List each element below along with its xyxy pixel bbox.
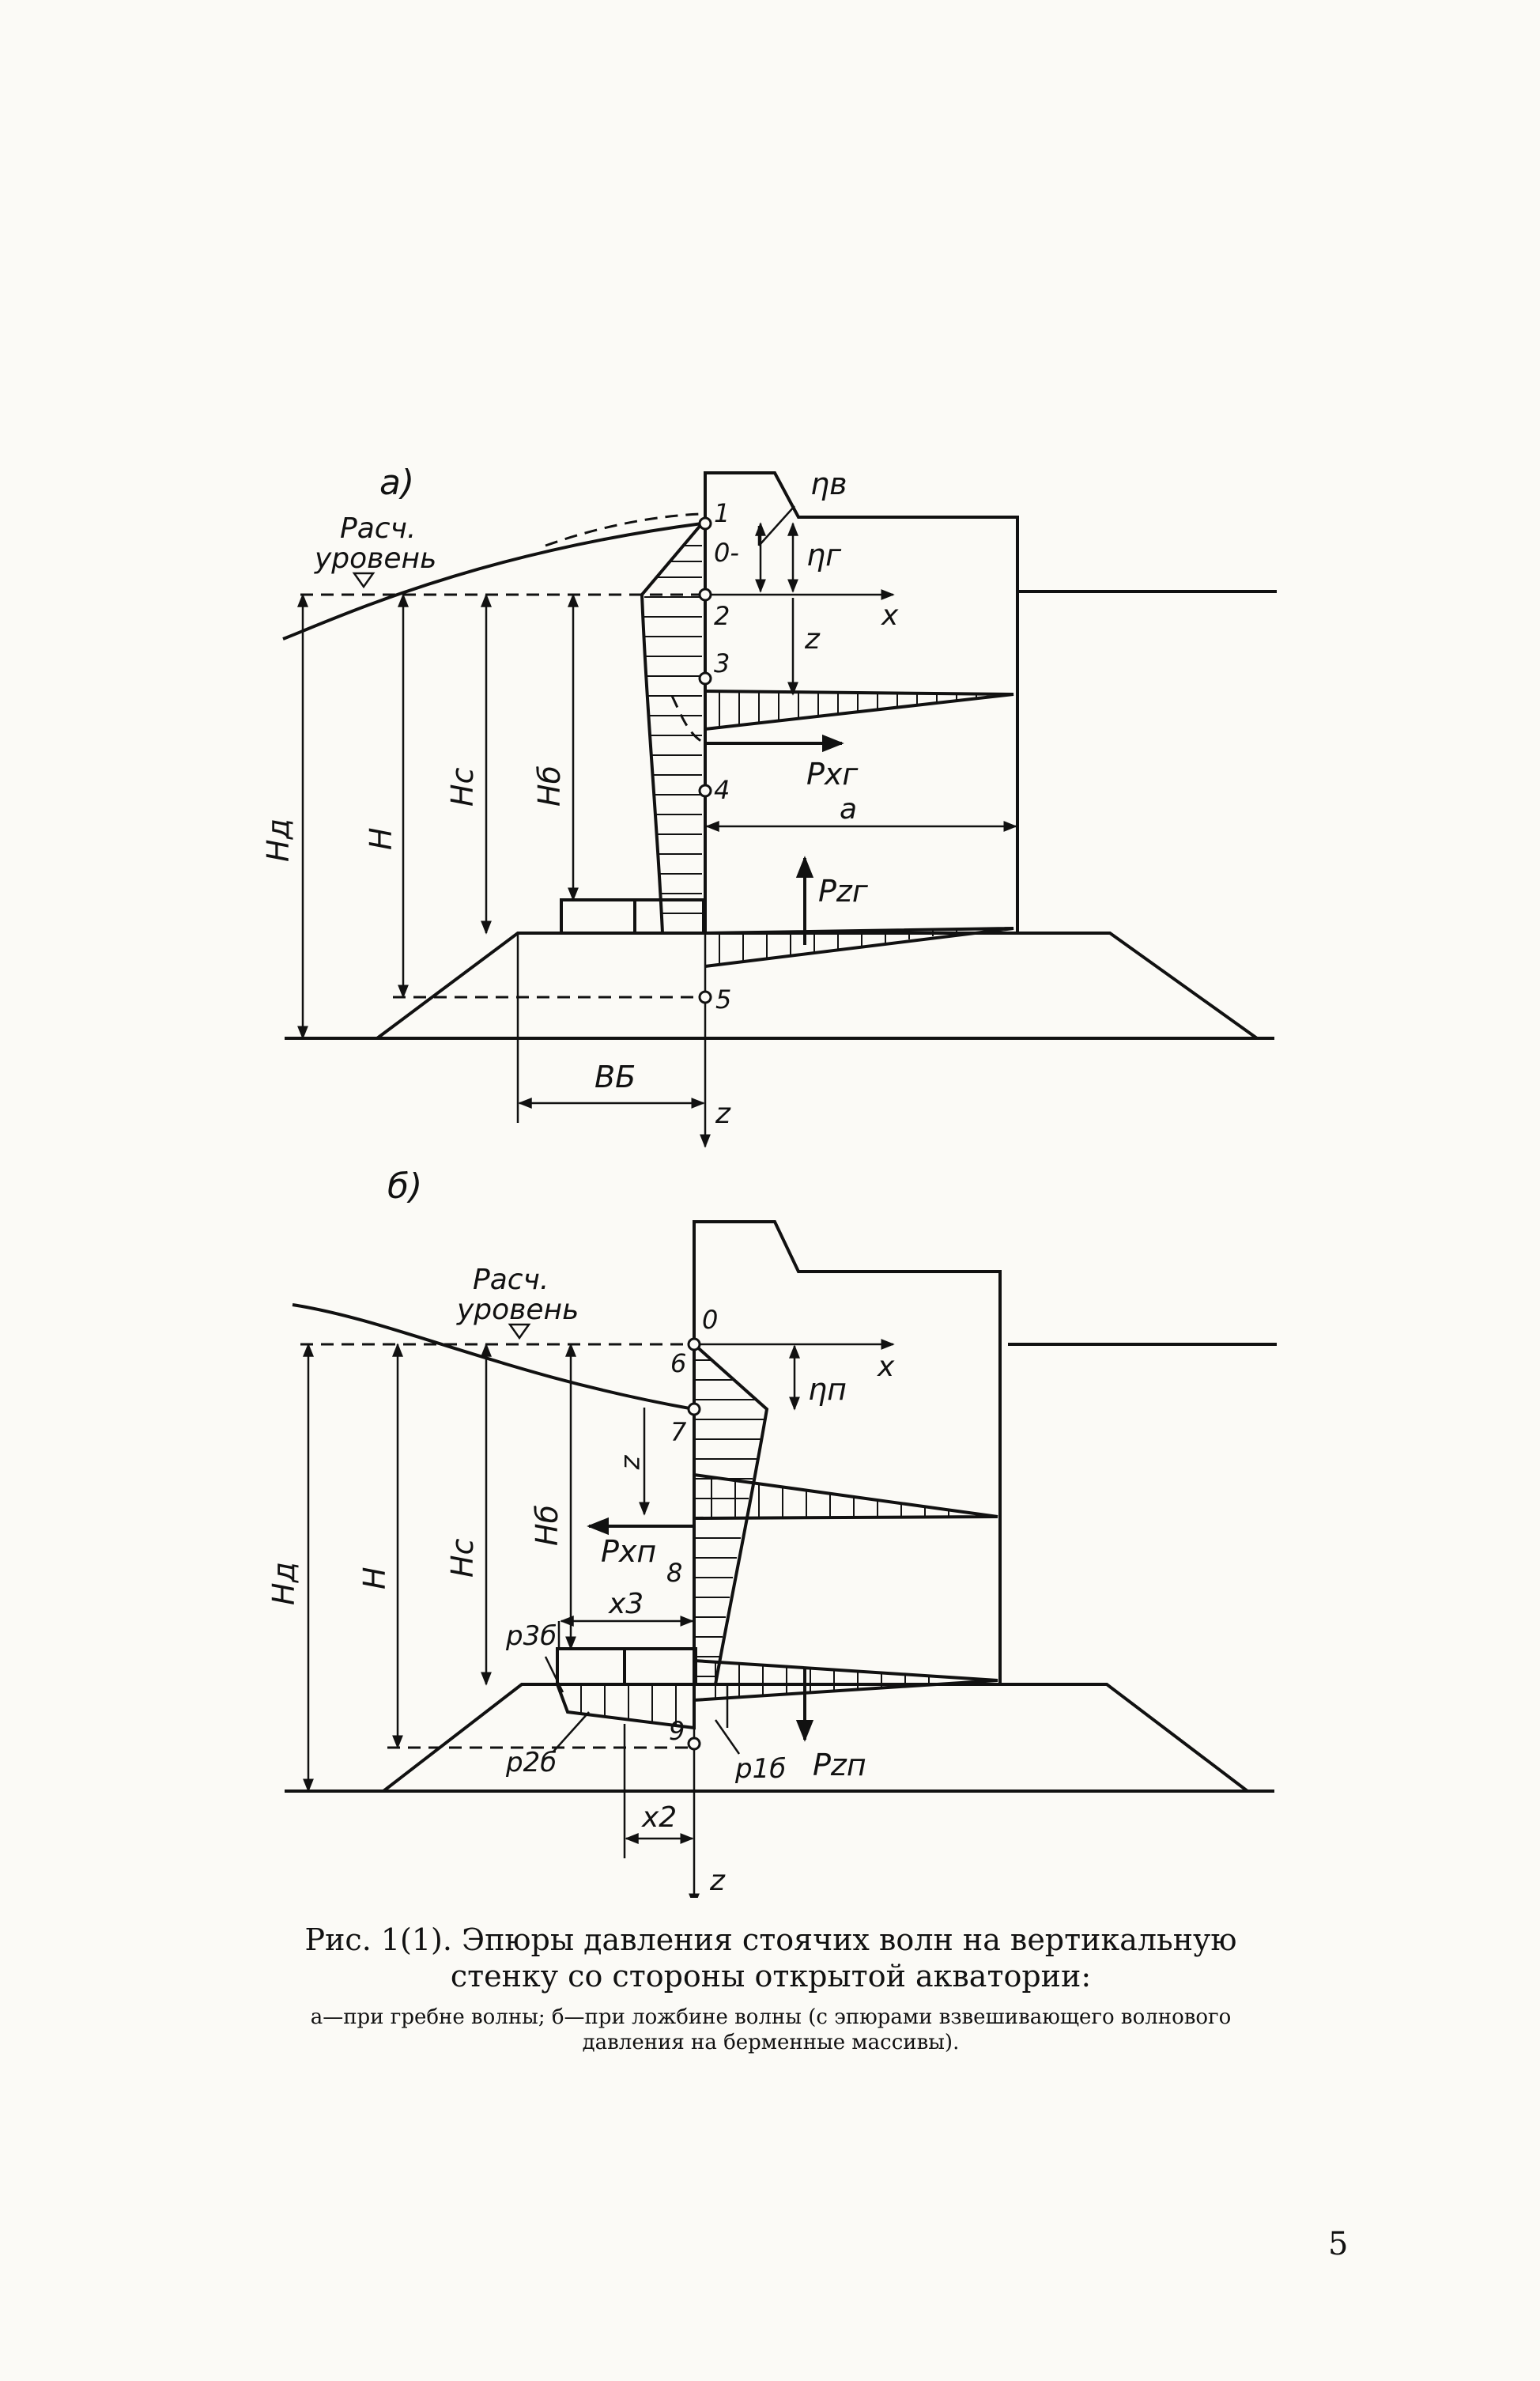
p2b-label: p2б [505,1747,557,1778]
point-label-4: 4 [714,775,730,805]
pzg-label: Pzг [818,874,869,909]
point-label-0-b: 0 [702,1305,718,1335]
Bb-label: BБ [594,1060,636,1094]
z-dim-label-a: z [804,623,821,656]
a-dim-label: a [840,793,857,826]
point-label-2: 2 [714,601,730,631]
Hd-label-a: Hд [261,818,296,862]
eta-crest-label: ηг [806,538,842,573]
pxg-label: Pxг [806,757,859,792]
level-label-b-2: уровень [456,1294,579,1326]
figure-caption-legend: а—при гребне волны; б—при ложбине волны … [310,2005,1232,2054]
point-label-6: 6 [670,1348,686,1378]
p3b-label: p3б [505,1620,557,1652]
panel-label-b: б) [387,1166,422,1207]
x-axis-label-b: x [877,1351,895,1383]
point-label-5: 5 [715,985,731,1015]
x-axis-label-a: x [881,599,899,632]
wave-pressure-figure: а) Расч. уровень 1 0- 2 3 4 5 ηв ηг x z … [261,463,1277,1898]
point-label-8: 8 [666,1558,682,1588]
level-label-a-1: Расч. [340,512,416,545]
diagram-b: б) Расч. уровень 0 6 7 8 9 ηп x z Pxп x3… [266,1166,1277,1898]
figure-caption: Рис. 1(1). Эпюры давления стоячих волн н… [304,1922,1237,1994]
eta-trough-label: ηп [808,1372,847,1407]
z-axis-label-b: z [709,1865,726,1897]
point-label-0: 0- [714,538,739,568]
epure-hatching-a [644,545,702,914]
Hc-label-a: Hс [445,767,480,807]
p1b-label: p1б [734,1753,786,1785]
diagram-a: а) Расч. уровень 1 0- 2 3 4 5 ηв ηг x z … [261,463,1277,1148]
point-label-1: 1 [714,498,730,528]
point-label-7: 7 [670,1417,687,1447]
pxn-label: Pxп [601,1534,656,1569]
Hc-label-b: Hс [445,1538,480,1578]
Hd-label-b: Hд [266,1562,301,1605]
point-label-3: 3 [714,648,730,678]
x3-label: x3 [608,1588,644,1620]
level-label-a-2: уровень [314,542,436,575]
H-label-b: H [357,1567,392,1589]
H-label-a: H [364,827,398,850]
pzn-label: Pzп [813,1748,866,1782]
Hb-label-a: Hб [532,765,567,807]
z-dim-label-b: z [617,1454,649,1470]
page-number: 5 [1328,2226,1349,2262]
level-label-b-1: Расч. [473,1264,549,1296]
eta-top-label: ηв [810,467,847,501]
Hb-label-b: Hб [530,1505,564,1546]
x2-label: x2 [641,1801,677,1834]
z-axis-label-a: z [715,1098,731,1130]
panel-label-a: а) [379,463,414,503]
point-label-9: 9 [669,1716,685,1746]
